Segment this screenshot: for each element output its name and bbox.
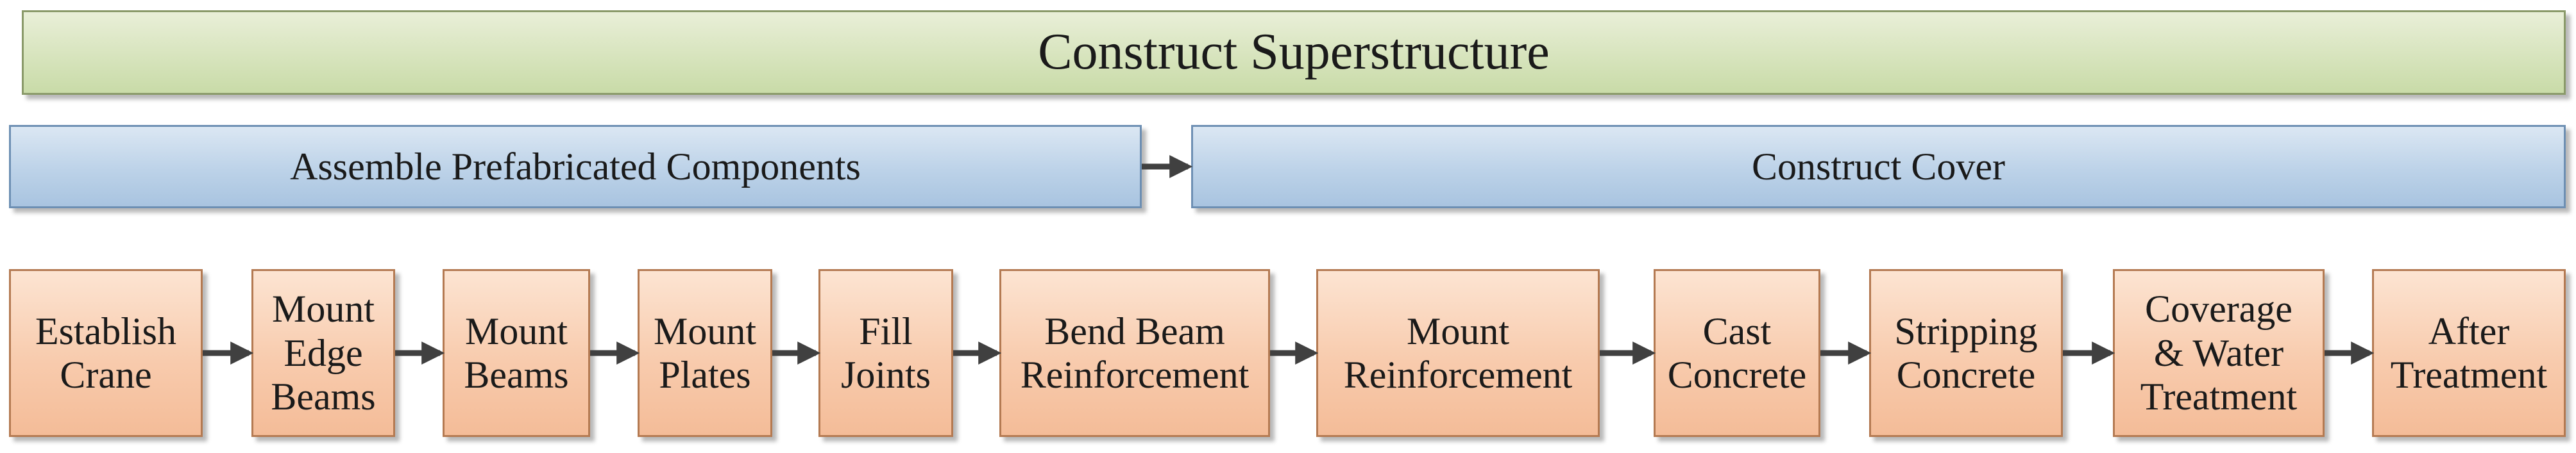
- step-fill-joints: Fill Joints: [818, 269, 953, 437]
- step-label: Mount Beams: [464, 309, 569, 396]
- construct-cover-box: Construct Cover: [1191, 125, 2566, 208]
- step-label: Stripping Concrete: [1894, 309, 2038, 396]
- step-bend-beam-reinforcement: Bend Beam Reinforcement: [999, 269, 1270, 437]
- step-label: Mount Reinforcement: [1343, 309, 1573, 396]
- step-mount-beams: Mount Beams: [443, 269, 590, 437]
- assemble-prefabricated-components-label: Assemble Prefabricated Components: [290, 145, 861, 188]
- step-label: Bend Beam Reinforcement: [1020, 309, 1250, 396]
- step-label: Fill Joints: [840, 309, 931, 396]
- construct-superstructure-label: Construct Superstructure: [1038, 24, 1550, 81]
- step-label: Establish Crane: [35, 309, 176, 396]
- step-mount-plates: Mount Plates: [638, 269, 772, 437]
- step-stripping-concrete: Stripping Concrete: [1869, 269, 2063, 437]
- step-label: Mount Edge Beams: [271, 288, 376, 418]
- construct-cover-label: Construct Cover: [1752, 145, 2005, 188]
- step-cast-concrete: Cast Concrete: [1654, 269, 1820, 437]
- step-after-treatment: After Treatment: [2372, 269, 2566, 437]
- assemble-prefabricated-components-box: Assemble Prefabricated Components: [9, 125, 1142, 208]
- step-label: Coverage & Water Treatment: [2140, 288, 2298, 418]
- step-mount-edge-beams: Mount Edge Beams: [251, 269, 395, 437]
- step-establish-crane: Establish Crane: [9, 269, 203, 437]
- step-label: Mount Plates: [653, 309, 757, 396]
- step-label: After Treatment: [2390, 309, 2548, 396]
- step-label: Cast Concrete: [1667, 309, 1807, 396]
- construct-superstructure-box: Construct Superstructure: [22, 10, 2566, 95]
- step-coverage-water-treatment: Coverage & Water Treatment: [2113, 269, 2325, 437]
- step-mount-reinforcement: Mount Reinforcement: [1316, 269, 1600, 437]
